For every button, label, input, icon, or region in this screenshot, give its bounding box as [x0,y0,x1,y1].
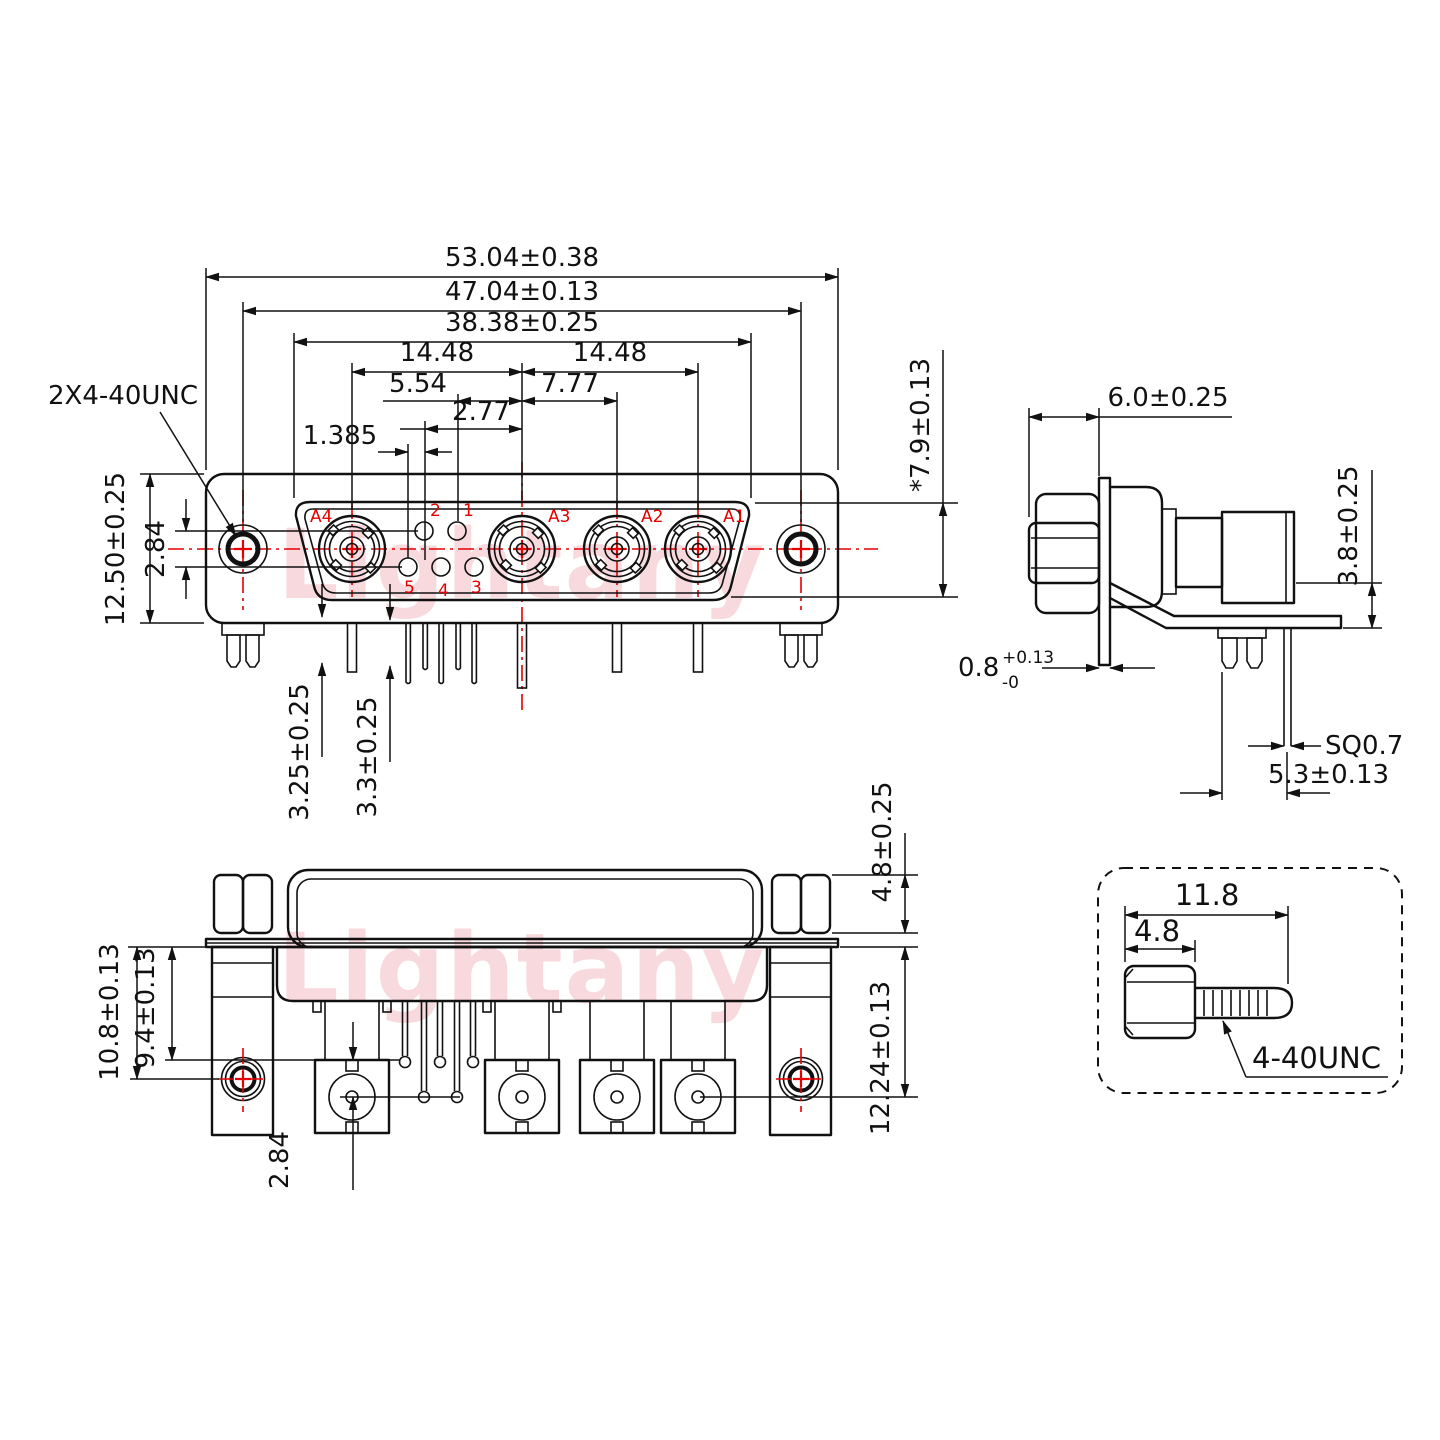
side-body [1108,485,1164,609]
dim-row-offset: 9.4±0.13 [131,947,161,1068]
front-dimensions: 53.04±0.38 47.04±0.13 38.38±0.25 14.48 1… [48,243,958,821]
dim-pin-pitch: 2.77 [452,397,510,427]
mounting-hole-right [776,524,826,574]
mounting-hole-left [218,524,268,574]
dim-coax-depth: 12.24±0.13 [866,981,896,1135]
bottom-signal-pins [398,1001,480,1104]
dim-screw-total: 11.8 [1175,878,1240,912]
label-pin5: 5 [404,578,415,598]
dim-hole-offset: 10.8±0.13 [95,943,125,1081]
screw-drawing [1123,964,1294,1040]
coax-A3 [487,514,557,584]
label-A2: A2 [641,507,663,527]
bottom-dimensions: 10.8±0.13 9.4±0.13 2.84 4.8±0.25 12.24±0… [95,781,918,1190]
d-sub-face [294,500,751,602]
screw-detail: 11.8 4.8 4-40UNC [1097,867,1403,1094]
side-coax-barrel [1220,510,1296,605]
dim-screw-head: 4.8 [1134,914,1180,948]
boardlock-right [779,622,823,668]
dim-pin-to-center: 5.54 [389,369,447,399]
side-boardlock [1217,627,1267,669]
dim-face-width: 38.38±0.25 [445,308,599,338]
coax-A1 [663,514,733,584]
thread-note-screw: 4-40UNC [1252,1041,1381,1075]
side-bracket [1108,581,1343,630]
dim-flange-thickness: 0.8 [958,653,999,683]
dim-face-height: *7.9±0.13 [906,358,936,492]
label-pin4: 4 [438,581,449,601]
solder-tails [346,622,704,689]
side-step [1161,508,1177,595]
bottom-view: 10.8±0.13 9.4±0.13 2.84 4.8±0.25 12.24±0… [95,781,918,1190]
boardlock-left [221,622,265,668]
label-A3: A3 [548,507,570,527]
label-pin1: 1 [463,501,474,521]
dim-a3-a2: 7.77 [541,369,599,399]
bottom-bracket-right [768,945,833,1137]
dim-tail-b: 3.3±0.25 [353,696,383,817]
bottom-nut-left [212,873,274,935]
label-A1: A1 [723,507,745,527]
screw-dimensions: 11.8 4.8 [1124,878,1289,984]
coax-contacts [317,514,733,584]
dim-pin-square: SQ0.7 [1325,731,1403,761]
front-view: A4 A3 A2 A1 2 1 5 4 3 [48,243,958,821]
dim-coax-right: 14.48 [573,338,647,368]
bottom-body-block [275,945,769,1003]
side-insulator [1174,516,1224,589]
dim-nut-length: 4.8±0.25 [868,781,898,902]
coax-A4 [317,514,387,584]
side-shell [1034,492,1101,615]
dim-flange-sup: +0.13 [1002,648,1054,668]
bottom-coax-A3 [482,1000,562,1135]
dim-tail-a: 3.25±0.25 [285,683,315,821]
dim-stagger: 1.385 [303,421,377,451]
side-flange [1097,476,1112,667]
side-jackscrew-hex [1027,521,1101,585]
dim-standoff: 3.8±0.25 [1334,465,1364,586]
dim-hole-span: 47.04±0.13 [445,277,599,307]
dim-coax-left: 14.48 [400,338,474,368]
side-dimensions: 6.0±0.25 3.8±0.25 0.8 +0.13 -0 SQ0.7 5.3… [958,383,1403,800]
dim-pin-offset: 5.3±0.13 [1268,760,1389,790]
bottom-nut-right [770,873,832,935]
bottom-bracket-left [210,945,275,1137]
bottom-coax-A2 [578,1000,656,1135]
label-pin2: 2 [430,501,441,521]
dim-flange-sub: -0 [1002,673,1019,693]
detail-frame [1097,867,1403,1094]
side-view: 6.0±0.25 3.8±0.25 0.8 +0.13 -0 SQ0.7 5.3… [958,383,1403,800]
thread-note-front: 2X4-40UNC [48,381,198,411]
dim-total-width: 53.04±0.38 [445,243,599,273]
coax-A2 [582,514,652,584]
label-A4: A4 [310,507,332,527]
dim-depth: 6.0±0.25 [1107,383,1228,413]
dim-bottom-row-gap: 2.84 [265,1131,295,1189]
watermark-bottom: Lightany [278,913,767,1025]
label-pin3: 3 [471,578,482,598]
dim-body-height: 12.50±0.25 [101,472,131,626]
dim-row-gap: 2.84 [141,520,171,578]
side-square-pin [1283,628,1292,746]
